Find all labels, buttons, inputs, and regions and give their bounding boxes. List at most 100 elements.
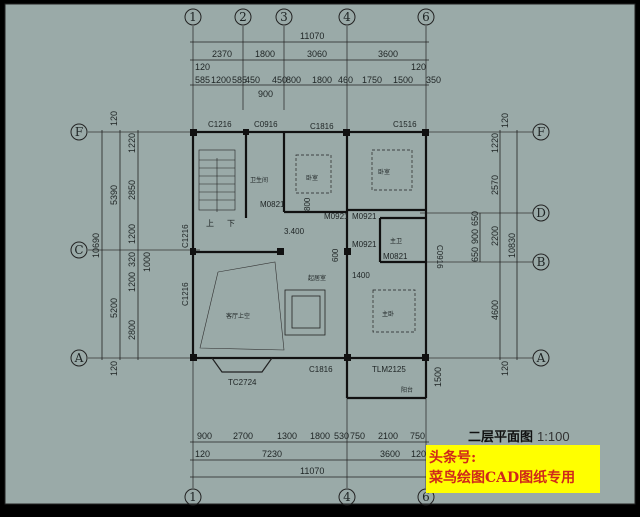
- dim-text: 750: [350, 431, 365, 441]
- dim-text: 120: [500, 361, 510, 376]
- axis-label: 3: [280, 10, 288, 24]
- axis-label: 4: [343, 10, 351, 24]
- room-label: 客厅上空: [226, 312, 250, 320]
- dim-text: 120: [411, 449, 426, 459]
- dim-text: 650: [470, 211, 480, 226]
- window-label: C1216: [208, 120, 232, 129]
- stair-up-label: 上: [206, 219, 214, 228]
- dim-text: 1400: [352, 271, 370, 280]
- room-label: 卫生间: [250, 176, 268, 184]
- window-label: C1216: [181, 224, 190, 248]
- dim-text: 5200: [109, 298, 119, 318]
- window-label: C1216: [181, 282, 190, 306]
- dim-text: 900: [197, 431, 212, 441]
- room-label: 主卧: [382, 310, 394, 318]
- axis-label: D: [536, 206, 546, 220]
- dim-text: 120: [195, 449, 210, 459]
- dim-text: 900: [258, 89, 273, 99]
- dim-text: 800: [303, 197, 312, 211]
- dim-text: 1500: [393, 75, 413, 85]
- window-label: TC2724: [228, 378, 257, 387]
- dim-text: 10830: [507, 233, 517, 258]
- axis-label: 6: [422, 10, 430, 24]
- dim-text: 5390: [109, 185, 119, 205]
- dim-text: 4600: [490, 300, 500, 320]
- dimension-lines: [101, 41, 518, 478]
- axis-label: B: [537, 255, 546, 269]
- dim-text: 11070: [300, 31, 324, 41]
- axis-label: F: [537, 125, 545, 139]
- window-label: C1816: [309, 365, 333, 374]
- bed-icon: [295, 149, 416, 333]
- watermark-line2: 菜鸟绘图CAD图纸专用: [429, 470, 576, 486]
- room-label: 阳台: [401, 386, 413, 394]
- dim-text: 120: [500, 113, 510, 128]
- dim-text: 7230: [262, 449, 282, 459]
- stair-down-label: 下: [227, 219, 235, 228]
- elevation-label: 3.400: [284, 227, 305, 236]
- dim-text: 3600: [378, 49, 398, 59]
- dim-text: 1220: [127, 133, 137, 153]
- sofa-set-icon: [284, 289, 326, 336]
- dim-text: 1800: [312, 75, 332, 85]
- dim-text: 2800: [127, 320, 137, 340]
- room-label: 主卫: [390, 237, 402, 245]
- window-label: C1516: [393, 120, 417, 129]
- axis-label: 1: [189, 490, 197, 504]
- scale-text: 1:100: [537, 429, 570, 444]
- dim-text: 1200: [127, 272, 137, 292]
- dim-text: 1800: [310, 431, 330, 441]
- dim-text: 320: [127, 252, 137, 267]
- window-label: C0916: [435, 245, 444, 269]
- dim-text: 460: [338, 75, 353, 85]
- dim-text: 750: [410, 431, 425, 441]
- door-label: M0921: [324, 212, 349, 221]
- dim-text: 2700: [233, 431, 253, 441]
- dim-text: 3060: [307, 49, 327, 59]
- dim-text: 2370: [212, 49, 232, 59]
- dim-text: 900: [470, 229, 480, 244]
- axis-label: 6: [422, 490, 430, 504]
- watermark-box: 头条号: 菜鸟绘图CAD图纸专用: [426, 445, 600, 493]
- window-label: C0916: [254, 120, 278, 129]
- window-label: TLM2125: [372, 365, 406, 374]
- dim-text: 10690: [91, 233, 101, 258]
- axis-label: 1: [189, 10, 197, 24]
- axis-label: 2: [239, 10, 247, 24]
- walls: [191, 130, 428, 400]
- axis-label: F: [75, 125, 83, 139]
- dim-text: 1200: [211, 75, 231, 85]
- dim-text: 2100: [378, 431, 398, 441]
- dim-text: 1300: [277, 431, 297, 441]
- staircase: [198, 149, 236, 212]
- dim-text: 120: [109, 111, 119, 126]
- window-label: C1816: [310, 122, 334, 131]
- door-label: M0921: [352, 240, 377, 249]
- dim-text: 1200: [127, 224, 137, 244]
- dim-text: 1000: [142, 252, 152, 272]
- dim-text: 11070: [300, 466, 324, 476]
- room-label: 起居室: [308, 274, 326, 282]
- dim-text: 3600: [380, 449, 400, 459]
- title-text: 二层平面图: [468, 430, 534, 445]
- dim-text: 450: [245, 75, 260, 85]
- axis-label: A: [536, 351, 546, 365]
- dim-text: 2200: [490, 226, 500, 246]
- room-label: 卧室: [378, 168, 390, 176]
- dim-text: 120: [411, 62, 426, 72]
- dim-text: 1500: [433, 367, 443, 387]
- room-label: 卧室: [306, 174, 318, 182]
- dim-text: 1750: [362, 75, 382, 85]
- dim-text: 2570: [490, 175, 500, 195]
- dim-text: 350: [426, 75, 441, 85]
- door-label: M0821: [260, 200, 285, 209]
- dim-text: 2850: [127, 180, 137, 200]
- bay-window: [211, 357, 273, 373]
- dim-text: 530: [334, 431, 349, 441]
- dim-text: 120: [195, 62, 210, 72]
- dim-text: 120: [109, 361, 119, 376]
- axis-label: A: [74, 351, 84, 365]
